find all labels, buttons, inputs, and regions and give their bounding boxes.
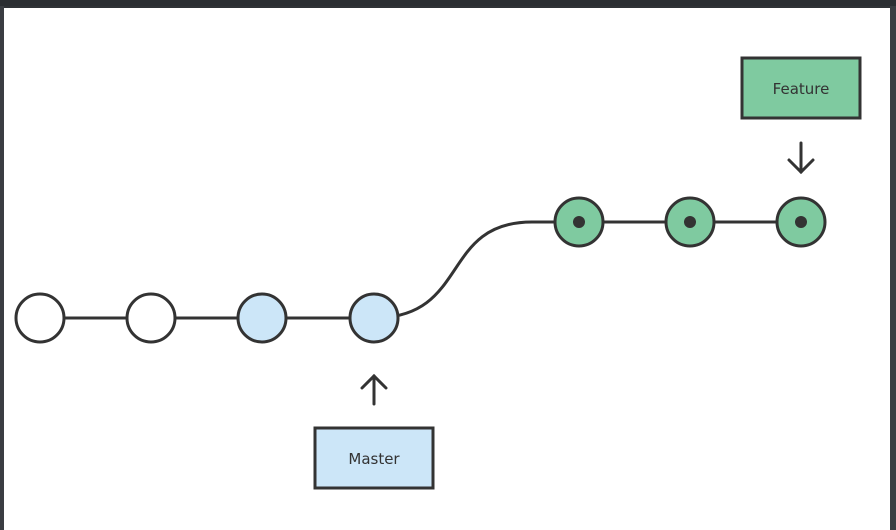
master-label-text: Master (348, 450, 400, 468)
feature-branch-line (373, 220, 800, 320)
commit-node-master (348, 292, 400, 344)
window-top-edge (0, 0, 896, 6)
commit-node (14, 292, 66, 344)
arrow-down-icon (787, 141, 815, 175)
feature-label-text: Feature (773, 80, 830, 98)
commit-node-feature (775, 196, 827, 248)
commit-node-feature (553, 196, 605, 248)
arrow-up-icon (360, 373, 388, 406)
commit-node-master (236, 292, 288, 344)
master-label-box: Master (313, 426, 435, 490)
commit-node (125, 292, 177, 344)
commit-node-feature (664, 196, 716, 248)
feature-label-box: Feature (740, 56, 862, 120)
